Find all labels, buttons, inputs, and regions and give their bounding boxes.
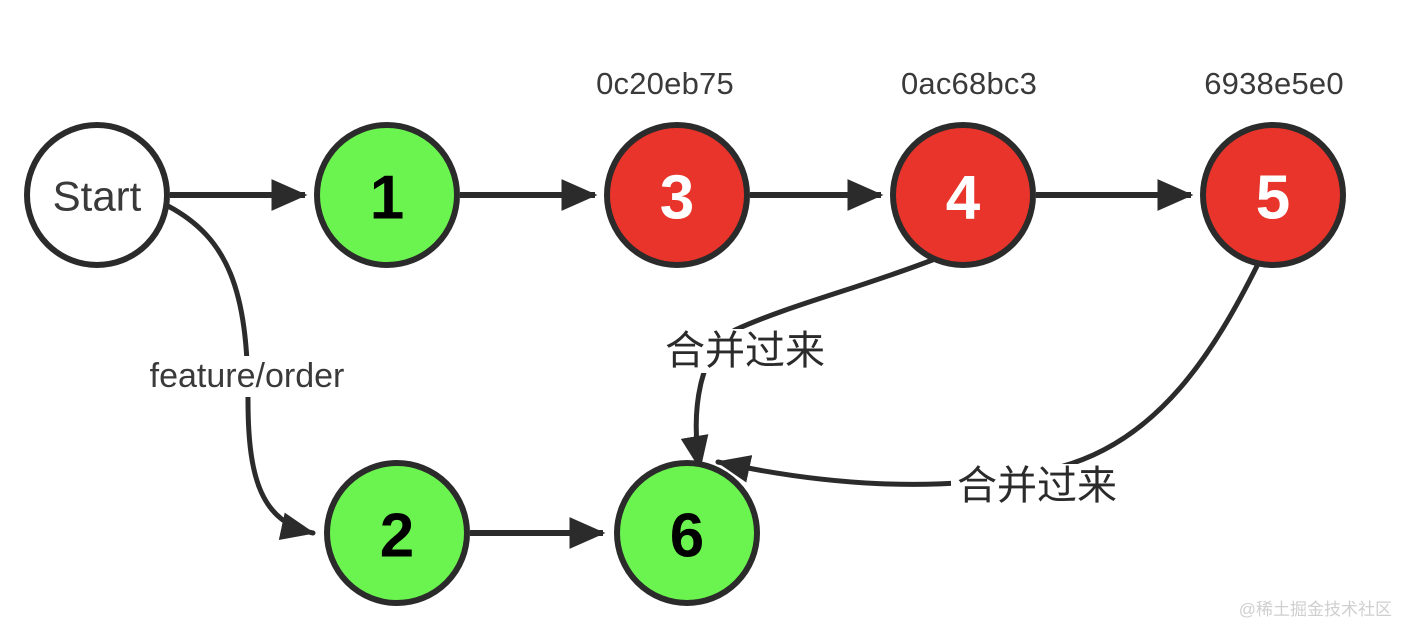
edge-5-to-6	[715, 261, 1261, 487]
edge-label-merge-from-4: 合并过来	[659, 329, 831, 373]
node-5-circle	[1200, 122, 1346, 268]
node-start[interactable]: Start	[24, 122, 170, 268]
node-2-label: 2	[380, 502, 414, 571]
commit-hash-label-n3: 0c20eb75	[596, 66, 734, 101]
commit-hash-label-n4: 0ac68bc3	[900, 66, 1038, 101]
node-4-circle	[890, 122, 1036, 268]
node-3-label: 3	[660, 164, 694, 233]
node-6-circle	[614, 460, 760, 606]
nodes-layer: Start 1 3 4 5 2	[24, 122, 1346, 606]
node-start-circle	[24, 122, 170, 268]
node-1-circle	[314, 122, 460, 268]
node-start-label: Start	[53, 173, 142, 220]
node-6[interactable]: 6	[614, 460, 760, 606]
node-5-label: 5	[1256, 164, 1290, 233]
node-4-label: 4	[946, 164, 981, 233]
node-4[interactable]: 4	[890, 122, 1036, 268]
node-1[interactable]: 1	[314, 122, 460, 268]
node-2-circle	[324, 460, 470, 606]
node-6-label: 6	[670, 502, 704, 571]
node-1-label: 1	[370, 164, 404, 233]
edge-label-feature-order: feature/order	[141, 356, 353, 398]
watermark: @稀土掘金技术社区	[1238, 600, 1392, 619]
node-2[interactable]: 2	[324, 460, 470, 606]
edge-start-to-2	[165, 203, 316, 540]
node-3-circle	[604, 122, 750, 268]
node-3[interactable]: 3	[604, 122, 750, 268]
commit-hash-label-n5: 6938e5e0	[1204, 66, 1344, 101]
node-5[interactable]: 5	[1200, 122, 1346, 268]
edge-label-merge-from-5: 合并过来	[951, 464, 1123, 508]
